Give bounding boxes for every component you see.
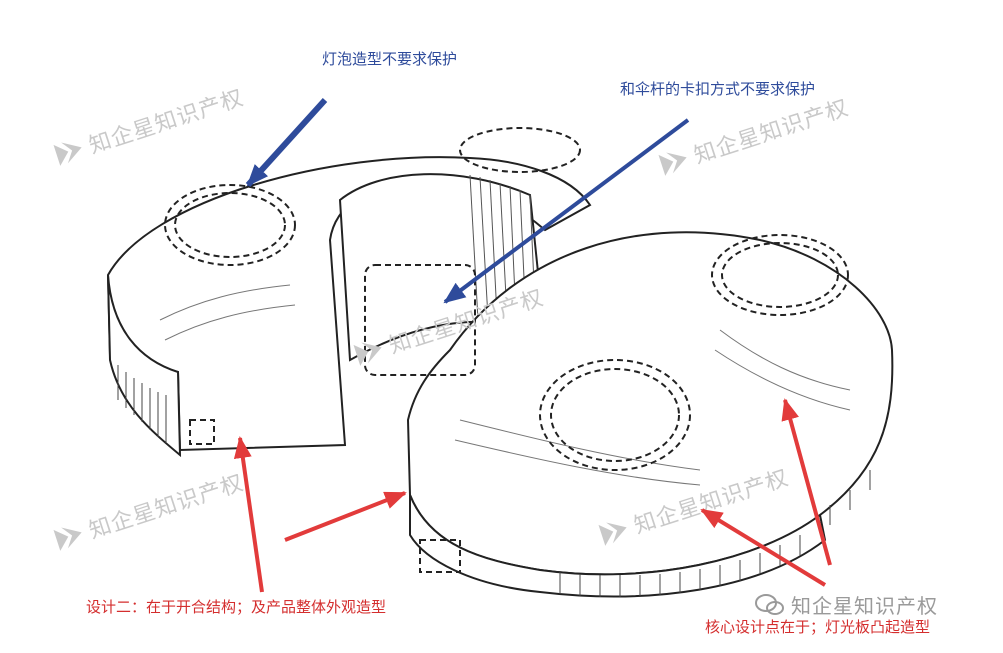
- watermark-5: 知企星知识产权: [595, 460, 792, 551]
- watermark-4: 知企星知识产权: [50, 465, 247, 556]
- watermark-text: 知企星知识产权: [791, 594, 938, 618]
- dashed-bulb-outlines: [164, 127, 849, 573]
- surface-contour-lines: [159, 284, 851, 486]
- right-hatch: [559, 470, 871, 597]
- watermark-logo-icon: [353, 342, 382, 366]
- arrow-red-panel-bottom: [700, 508, 827, 587]
- watermark-3: 知企星知识产权: [350, 280, 547, 371]
- wechat-watermark: 知企星知识产权: [755, 590, 938, 619]
- left-hatch: [117, 365, 167, 443]
- arrow-red-opening: [284, 491, 407, 542]
- arrow-red-panel-right: [781, 398, 832, 566]
- watermark-logo-icon: [658, 152, 687, 176]
- label-design-two: 设计二：在于开合结构；及产品整体外观造型: [86, 598, 387, 616]
- watermark-logo-icon: [53, 142, 82, 166]
- watermark-2: 知企星知识产权: [655, 90, 852, 181]
- label-clip-not-protected: 和伞杆的卡扣方式不要求保护: [620, 80, 816, 98]
- right-half-body: [406, 231, 894, 598]
- arrow-blue-bulb: [245, 97, 328, 188]
- label-bulb-not-protected: 灯泡造型不要求保护: [322, 50, 458, 68]
- wechat-icon: [755, 593, 784, 615]
- arrow-red-left-face: [233, 436, 264, 593]
- watermark-1: 知企星知识产权: [50, 80, 247, 171]
- watermark-logo-icon: [53, 527, 82, 551]
- arrow-blue-clip: [443, 118, 690, 304]
- watermark-logo-icon: [598, 522, 627, 546]
- label-core-design-point: 核心设计点在于；灯光板凸起造型: [705, 618, 931, 636]
